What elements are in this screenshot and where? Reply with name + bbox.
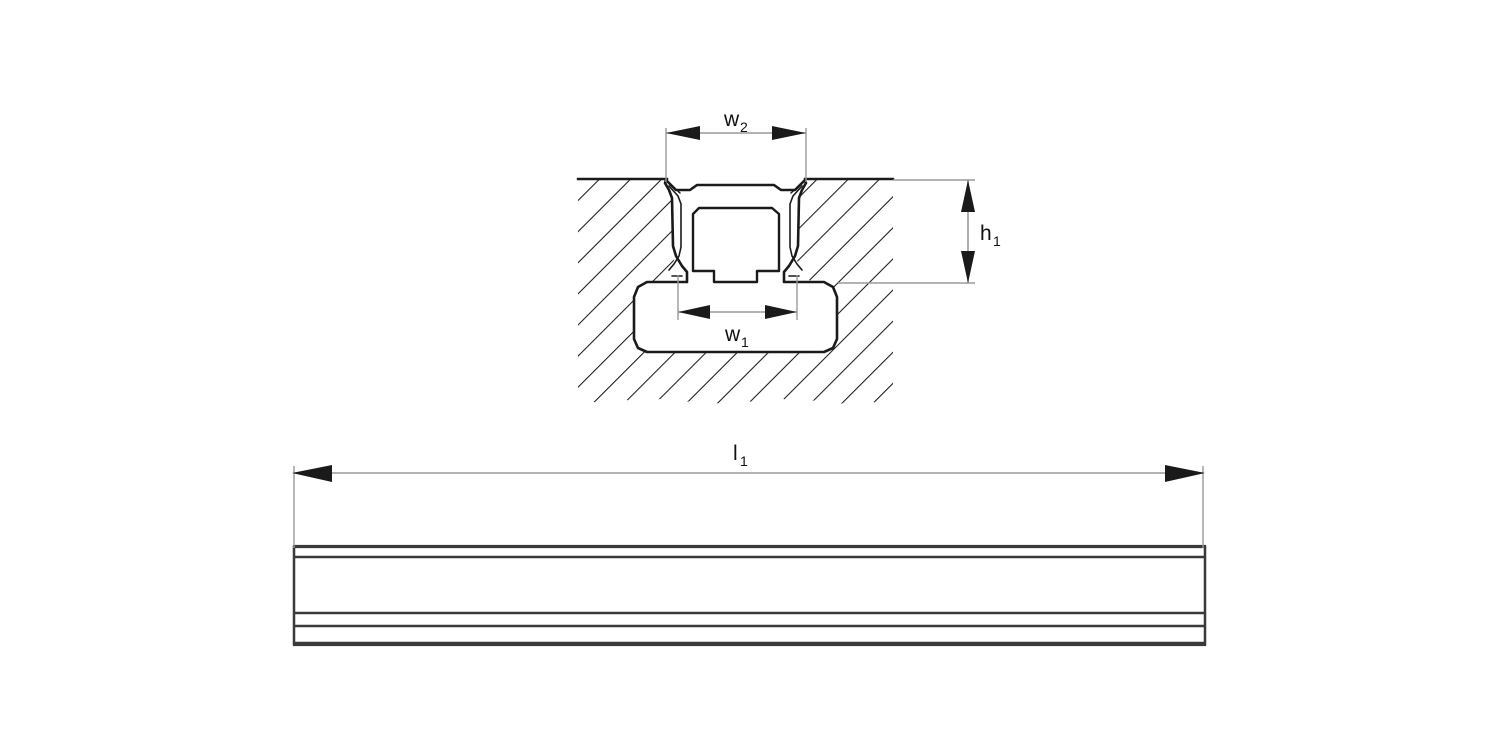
w2-arrow-left (666, 126, 700, 140)
dimension-label-w1: w (724, 323, 741, 346)
l1-arrow-left (292, 465, 332, 482)
rail-wall-detail-lines (668, 185, 803, 277)
dimension-w1: w 1 (677, 275, 798, 350)
rail-side-body (292, 544, 1207, 647)
dimension-subscript-l1: 1 (740, 453, 748, 469)
w2-arrow-right (772, 126, 806, 140)
dimension-subscript-h1: 1 (993, 233, 1001, 249)
dimension-label-l1: l (733, 442, 738, 465)
dimension-l1: l 1 (292, 442, 1205, 548)
dimension-w2: w 2 (665, 108, 807, 182)
side-elevation-view (292, 544, 1207, 647)
l1-arrow-right (1165, 465, 1205, 482)
groove-corner-chamfers (665, 179, 806, 194)
w1-arrow-left (678, 305, 710, 319)
rail-inner-cavity (691, 206, 781, 284)
dimension-subscript-w2: 2 (740, 119, 748, 135)
dimension-h1: h 1 (838, 179, 1001, 284)
h1-arrow-bottom (961, 251, 975, 283)
dimension-label-h1: h (980, 222, 992, 245)
h1-arrow-top (961, 180, 975, 212)
dimension-label-w2: w (723, 108, 740, 131)
dimension-subscript-w1: 1 (741, 334, 749, 350)
w1-arrow-right (765, 305, 797, 319)
